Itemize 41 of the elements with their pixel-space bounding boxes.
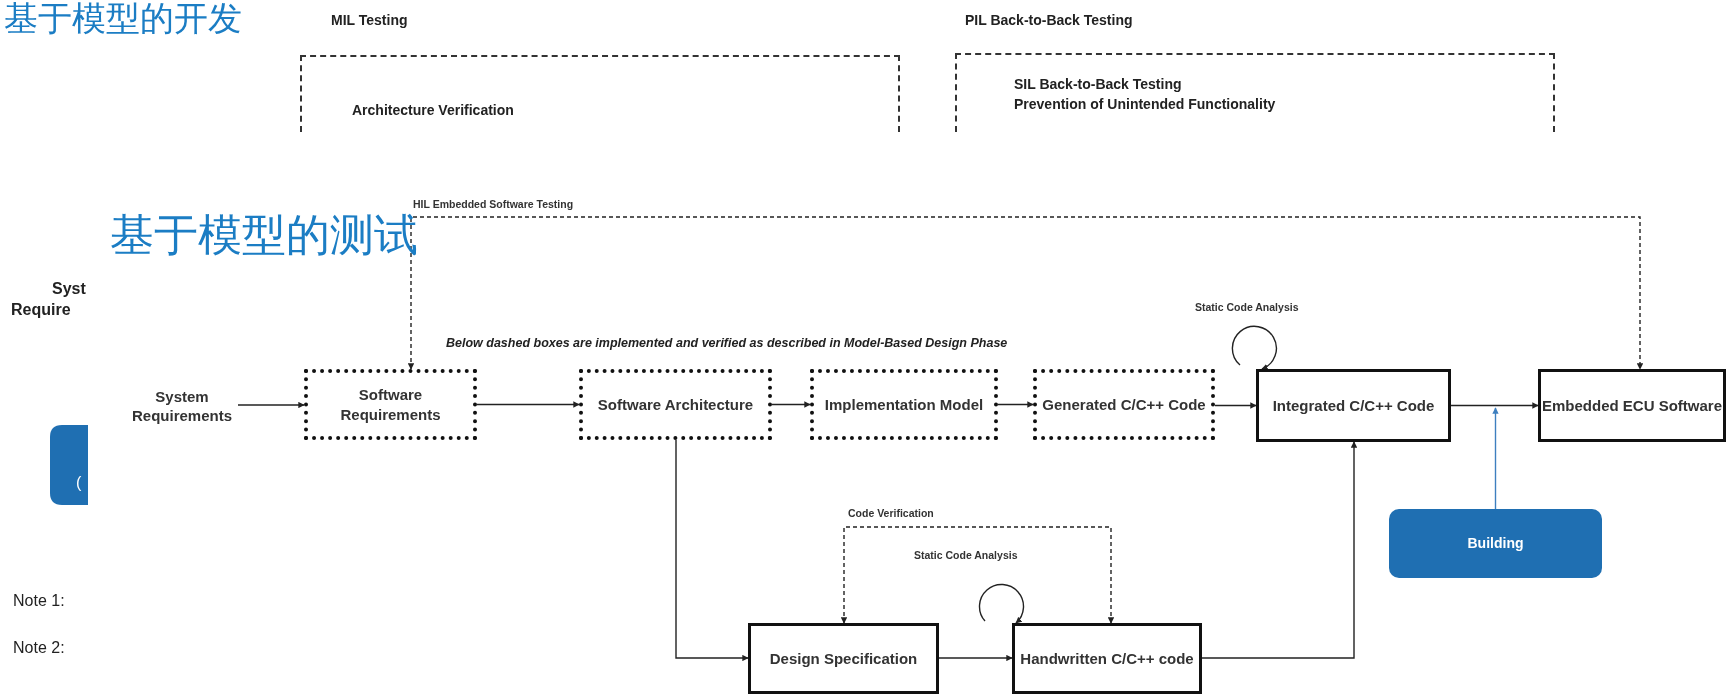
edge-label: Static Code Analysis [1194,301,1300,313]
arrow [1214,402,1257,409]
process-box: Handwritten C/C++ code [1012,623,1202,694]
group-heading: PIL Back-to-Back Testing [965,11,1133,30]
arrow [1450,402,1539,409]
loop-arrow [978,583,1025,624]
fragment-text: ( [76,474,82,492]
arrow [938,654,1013,662]
box-text: SIL Back-to-Back Testing [1014,75,1182,94]
page-title: 基于模型的开发 [4,0,242,39]
arrow [997,401,1034,408]
note-text: Note 1: [13,592,65,610]
process-box: Implementation Model [810,369,998,440]
process-box: Software Requirements [304,369,477,440]
edge-label: Static Code Analysis [913,549,1019,561]
fragment-text: Require [11,301,71,319]
edge-label: Code Verification [847,507,935,519]
note-text: Note 2: [13,639,65,657]
page-title: 基于模型的测试 [110,209,418,261]
process-box: Building [1389,509,1602,578]
box-text: Prevention of Unintended Functionality [1014,95,1276,114]
process-box: Software Architecture [579,369,772,440]
arrow [237,401,305,409]
dashed-arrow [407,216,1644,370]
box-text: Architecture Verification [352,101,514,120]
arrow [675,439,749,662]
group-heading: MIL Testing [331,11,408,30]
arrow [771,401,811,408]
note-text: Below dashed boxes are implemented and verified as described in Model-Based Design Phase [446,336,1008,350]
fragment-text: Syst [52,280,86,298]
arrow [1492,407,1499,510]
process-box: Generated C/C++ Code [1033,369,1215,440]
edge-label: HIL Embedded Software Testing [412,198,575,210]
arrow [476,401,580,408]
arrow [1201,441,1358,659]
process-box: Design Specification [748,623,939,694]
loop-arrow [1231,325,1278,370]
node-text: System Requirements [126,386,238,426]
dashed-arrow [840,526,1115,624]
process-box: Integrated C/C++ Code [1256,369,1451,442]
process-box: Embedded ECU Software [1538,369,1726,442]
